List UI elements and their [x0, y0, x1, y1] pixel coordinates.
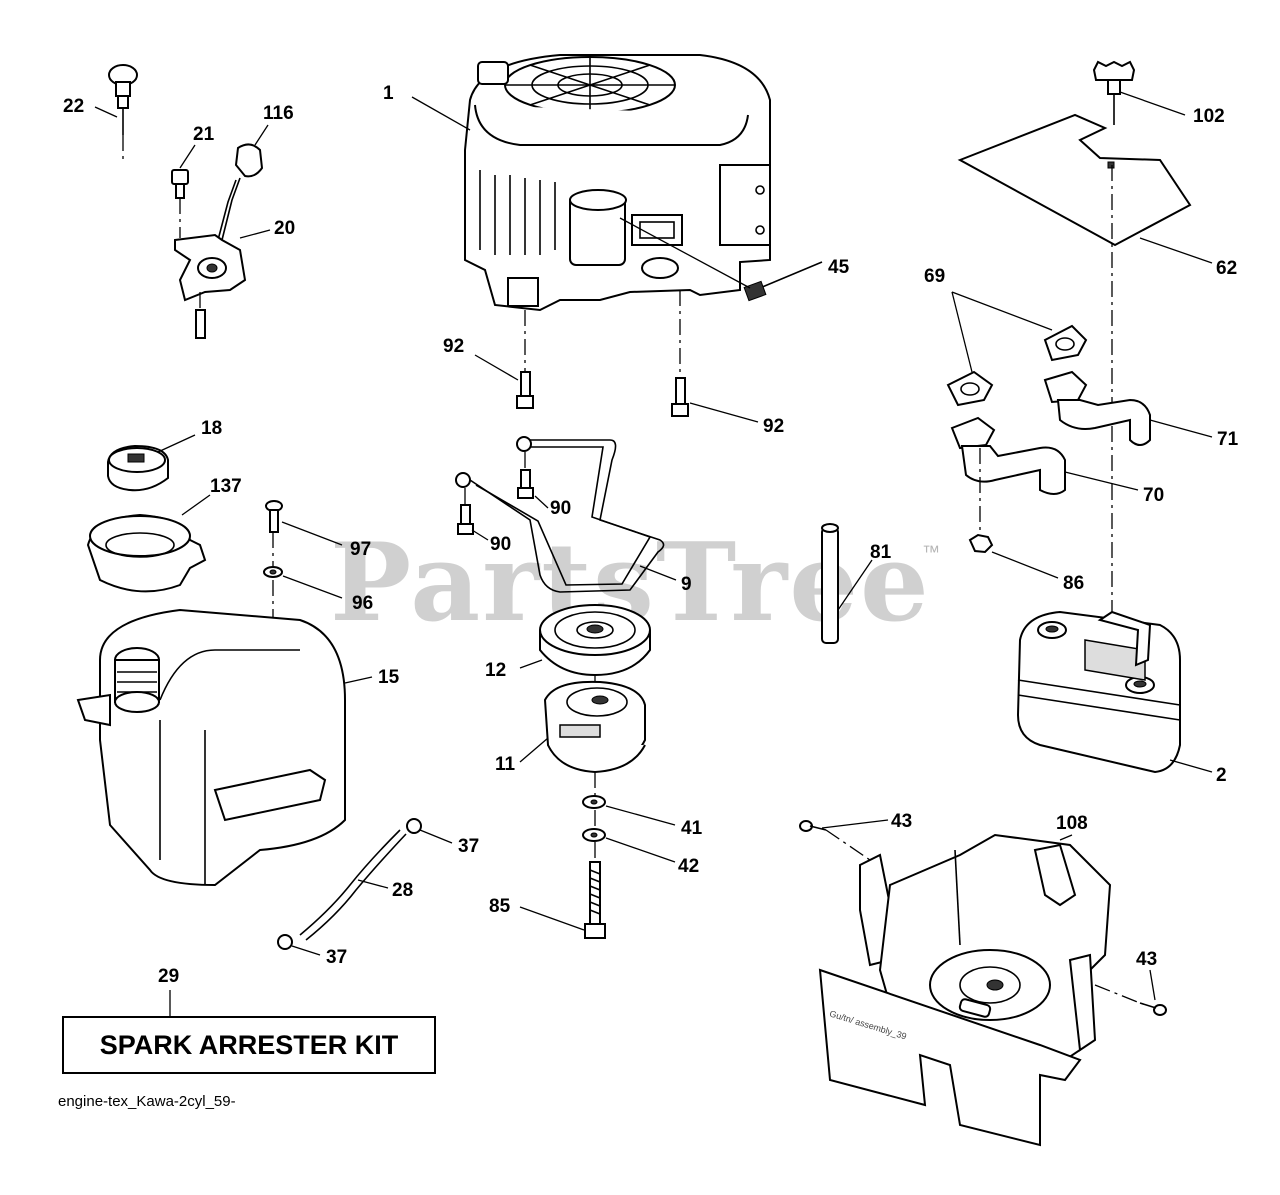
throttle-bracket-drawing	[171, 124, 271, 339]
callout-12: 12	[485, 660, 507, 681]
callout-45: 45	[828, 257, 850, 278]
callout-2: 2	[1216, 765, 1227, 786]
callout-81: 81	[870, 542, 892, 563]
callout-102: 102	[1193, 106, 1225, 127]
callout-20: 20	[274, 218, 296, 239]
diagram-caption: engine-tex_Kawa-2cyl_59-	[58, 1093, 236, 1110]
trademark-mark: ™	[922, 542, 940, 562]
bolts-92-drawing	[474, 290, 759, 423]
callout-9: 9	[681, 574, 692, 595]
callout-92-right: 92	[763, 416, 785, 437]
bracket-9-drawing	[455, 436, 677, 593]
dipstick-drawing	[94, 64, 138, 160]
callout-62: 62	[1216, 258, 1238, 279]
heat-shield-plate-drawing	[957, 113, 1213, 615]
callout-69: 69	[924, 266, 946, 287]
callout-85: 85	[489, 896, 511, 917]
pto-clutch-drawing	[519, 676, 646, 774]
callout-11: 11	[495, 754, 516, 775]
callout-41: 41	[681, 818, 703, 839]
exhaust-pipe-right-drawing	[1043, 370, 1213, 446]
fuel-tank-drawing	[76, 608, 373, 887]
pipe-81-drawing	[821, 523, 873, 644]
callout-108: 108	[1056, 813, 1088, 834]
callout-37-lower: 37	[326, 947, 348, 968]
callout-18: 18	[201, 418, 223, 439]
exhaust-gaskets-drawing	[946, 291, 1088, 407]
washers-and-bolt-85	[519, 772, 676, 939]
spark-arrester-kit-box: SPARK ARRESTER KIT	[62, 1016, 436, 1074]
pulley-drawing	[519, 604, 651, 677]
callout-29: 29	[158, 966, 180, 987]
callout-37-upper: 37	[458, 836, 480, 857]
callout-92-left: 92	[443, 336, 465, 357]
engine-drawing	[411, 54, 771, 312]
callout-90-b: 90	[490, 534, 512, 555]
callout-97: 97	[350, 539, 372, 560]
callout-86: 86	[1063, 573, 1085, 594]
callout-22: 22	[63, 96, 85, 117]
callout-42: 42	[678, 856, 700, 877]
callout-90-a: 90	[550, 498, 572, 519]
callout-116: 116	[263, 103, 294, 124]
callout-1: 1	[383, 83, 394, 104]
callout-96: 96	[352, 593, 374, 614]
callout-43-right: 43	[1136, 949, 1158, 970]
callout-43-left: 43	[891, 811, 913, 832]
exhaust-pipe-left-drawing	[950, 416, 1139, 495]
callout-28: 28	[392, 880, 414, 901]
callout-71: 71	[1217, 429, 1239, 450]
fuel-hose-drawing	[277, 818, 453, 956]
callout-137: 137	[210, 476, 242, 497]
muffler-guard-drawing	[799, 819, 1167, 1147]
spark-plug-drawing	[619, 217, 823, 302]
knob-102-drawing	[1092, 60, 1186, 125]
callout-21: 21	[193, 124, 215, 145]
nut-86-drawing	[968, 448, 1059, 579]
muffler-drawing	[1016, 610, 1213, 774]
fuel-cap-drawing	[107, 434, 196, 492]
callout-70: 70	[1143, 485, 1165, 506]
spark-arrester-kit-label: SPARK ARRESTER KIT	[99, 1029, 399, 1060]
tank-cup-drawing	[86, 494, 211, 593]
callout-15: 15	[378, 667, 400, 688]
